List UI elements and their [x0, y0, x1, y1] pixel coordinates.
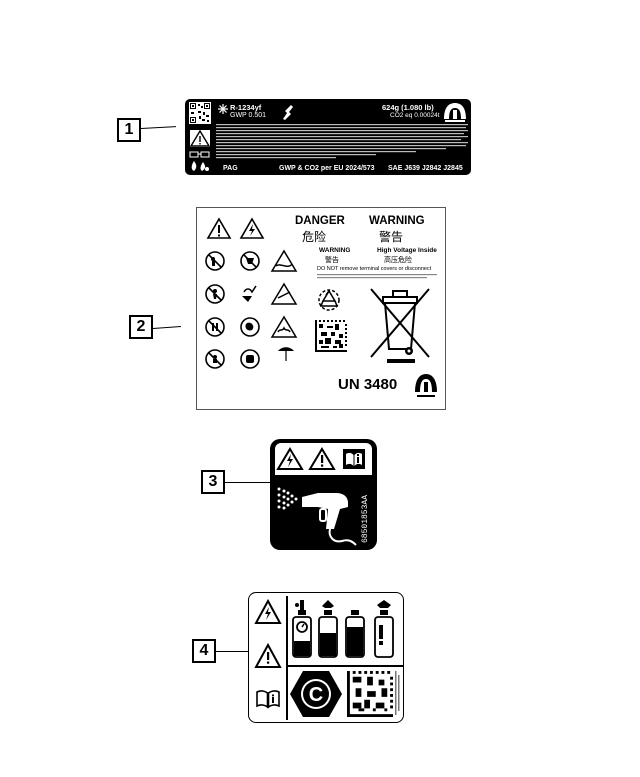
- warning-triangle-icon: [254, 643, 282, 669]
- callout-2: 2: [129, 315, 153, 339]
- pressure-washer-label: 68501853AA: [270, 439, 377, 550]
- fine-print-lines: [317, 274, 437, 279]
- recycle-icon: [317, 288, 341, 312]
- pressure-washer-icon: [274, 479, 360, 547]
- snowflake-icon: [218, 104, 228, 114]
- leader-line-2: [152, 326, 181, 329]
- danger-title-chinese: 危险: [302, 230, 327, 244]
- high-voltage-text: High Voltage Inside: [377, 247, 437, 254]
- leader-line-1: [140, 126, 176, 129]
- warning-triangle-icon: [206, 217, 232, 240]
- refrigerant-type: R-1234yf: [230, 103, 262, 112]
- co2-equivalent: CO2 eq 0.00024t: [390, 112, 440, 119]
- high-voltage-chinese: 高压危险: [384, 257, 412, 264]
- coolant-reservoirs-icon: [289, 597, 401, 663]
- electric-shock-icon: [276, 447, 304, 471]
- warning-triangle-icon: [308, 447, 336, 471]
- divider-vertical: [286, 596, 288, 720]
- coolant-warning-label: C: [248, 592, 404, 723]
- callout-3: 3: [201, 470, 225, 494]
- safety-pictogram-grid: [205, 249, 298, 369]
- terminal-instruction: DO NOT remove terminal covers or disconn…: [317, 266, 432, 272]
- callout-4: 4: [192, 639, 216, 663]
- battery-warning-label: DANGER 危险 WARNING 警告: [196, 207, 446, 410]
- fine-print-lines: [216, 124, 468, 159]
- qr-code: [189, 102, 211, 124]
- regulation-text: GWP & CO2 per EU 2024/573: [279, 165, 375, 172]
- sae-standards: SAE J639 J2842 J2845: [388, 165, 463, 172]
- refrigerant-gwp: GWP 0.501: [230, 112, 267, 119]
- refrigerant-label: R-1234yf GWP 0.501 624g (1.080 lb) CO2 e…: [185, 99, 471, 175]
- warning-triangle-icon: [190, 130, 210, 147]
- svg-text:C: C: [309, 684, 323, 706]
- leader-line-4: [216, 651, 248, 652]
- warning-title: WARNING: [369, 215, 425, 227]
- read-manual-icon: [255, 689, 281, 709]
- callout-1: 1: [117, 118, 141, 142]
- flame-icon: [189, 160, 211, 172]
- divider-horizontal: [287, 665, 403, 667]
- mopar-logo-icon: [413, 372, 439, 400]
- oil-type: PAG: [223, 165, 238, 172]
- hexagon-c-icon: C: [289, 669, 343, 719]
- warning-title-chinese: 警告: [379, 230, 404, 244]
- mopar-logo-icon: [442, 101, 468, 123]
- small-warning-title: WARNING: [319, 247, 351, 254]
- un-number: UN 3480: [338, 376, 398, 393]
- electric-shock-icon: [239, 217, 265, 240]
- read-manual-icon: [342, 448, 366, 470]
- leader-line-3: [225, 482, 270, 483]
- crossed-out-bin-icon: [365, 285, 435, 363]
- small-warning-chinese: 警告: [325, 257, 339, 264]
- danger-title: DANGER: [295, 215, 345, 227]
- vertical-fine-print: [395, 671, 400, 715]
- oil-can-icon: [189, 150, 211, 158]
- data-matrix-code: [315, 320, 347, 352]
- data-matrix-code: [347, 671, 393, 717]
- electric-shock-icon: [254, 599, 282, 625]
- part-number: 68501853AA: [361, 494, 370, 543]
- refrigerant-weight: 624g (1.080 lb): [382, 103, 434, 112]
- compressor-icon: [281, 103, 295, 121]
